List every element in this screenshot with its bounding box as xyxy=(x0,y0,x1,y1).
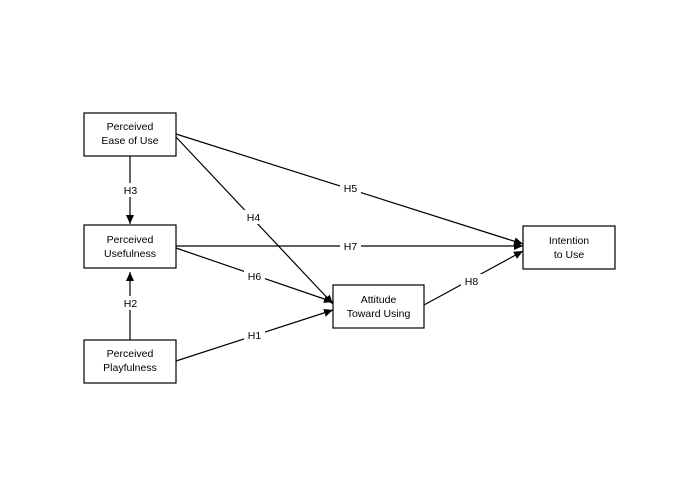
edge-label-h2: H2 xyxy=(124,298,138,310)
node-perceived-playfulness: Perceived Playfulness xyxy=(83,339,177,384)
node-label-line1: Perceived xyxy=(107,234,154,246)
node-label-line2: Ease of Use xyxy=(101,135,158,147)
node-label-line1: Perceived xyxy=(107,348,154,360)
node-label-line2: Usefulness xyxy=(104,248,156,260)
edge-label-h4: H4 xyxy=(247,212,261,224)
edge-label-h8: H8 xyxy=(465,276,479,288)
edge-label-h1: H1 xyxy=(248,330,262,342)
edge-label-h7: H7 xyxy=(344,241,358,253)
edge-label-h3: H3 xyxy=(124,185,138,197)
edge-label-h6: H6 xyxy=(248,271,262,283)
edges xyxy=(126,133,524,362)
edge-label-h5: H5 xyxy=(344,183,358,195)
node-label-line1: Intention xyxy=(549,235,589,247)
node-label-line1: Perceived xyxy=(107,121,154,133)
node-label-line1: Attitude xyxy=(361,294,397,306)
node-label-line2: to Use xyxy=(554,249,585,261)
edge-labels: H3 H2 H5 H4 H7 H6 H1 H8 xyxy=(120,181,482,342)
node-intention-to-use: Intention to Use xyxy=(522,225,616,270)
node-perceived-ease-of-use: Perceived Ease of Use xyxy=(83,112,177,157)
node-perceived-usefulness: Perceived Usefulness xyxy=(83,224,177,269)
node-label-line2: Toward Using xyxy=(347,308,411,320)
node-label-line2: Playfulness xyxy=(103,362,157,374)
node-attitude-toward-using: Attitude Toward Using xyxy=(332,284,425,329)
